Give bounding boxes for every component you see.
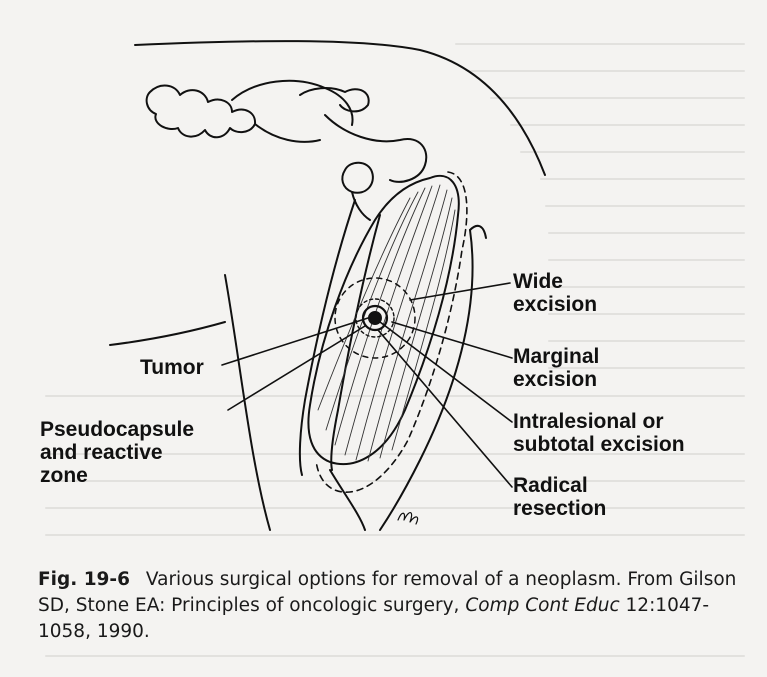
thigh-contour-left xyxy=(225,275,270,530)
leader-tumor xyxy=(222,318,368,365)
radical-resection-line xyxy=(316,172,467,492)
figure-number: Fig. 19-6 xyxy=(38,569,130,590)
leader-marginal xyxy=(392,322,512,358)
leader-wide xyxy=(410,283,510,300)
pelvis-bones xyxy=(147,81,427,220)
tumor-mass xyxy=(369,312,381,324)
label-wide-excision: Wide excision xyxy=(513,270,597,316)
label-intralesional-excision: Intralesional or subtotal excision xyxy=(513,410,685,456)
label-marginal-excision: Marginal excision xyxy=(513,345,599,391)
knee-contour xyxy=(330,470,365,530)
leader-intralesional xyxy=(380,322,512,422)
caption-journal: Comp Cont Educ xyxy=(465,595,619,616)
muscle-outline xyxy=(308,176,458,464)
label-tumor: Tumor xyxy=(140,356,204,379)
body-contour xyxy=(135,41,545,175)
label-pseudocapsule: Pseudocapsule and reactive zone xyxy=(40,418,194,487)
figure-caption: Fig. 19-6 Various surgical options for r… xyxy=(38,567,748,645)
leader-pseudocapsule xyxy=(228,326,365,410)
leader-radical xyxy=(378,330,512,487)
label-radical-resection: Radical resection xyxy=(513,474,606,520)
artist-signature xyxy=(398,513,418,524)
